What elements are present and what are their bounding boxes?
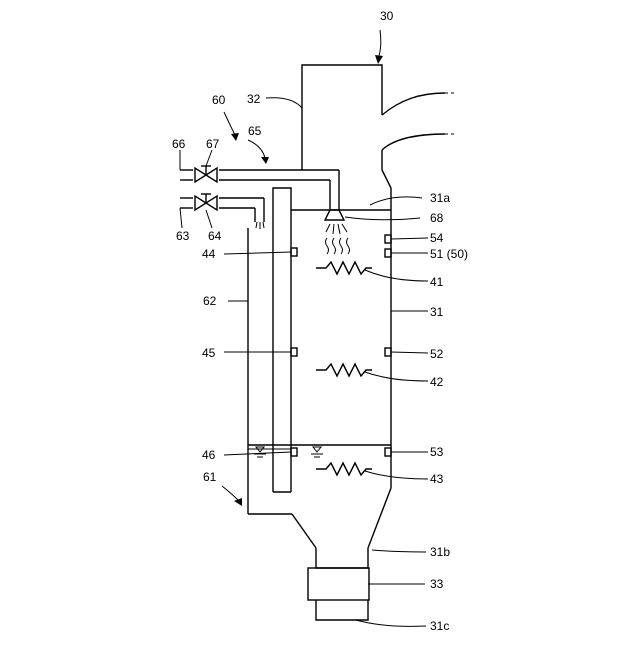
label-54: 54 — [430, 231, 444, 245]
label-65: 65 — [248, 124, 262, 138]
tank-61 — [248, 228, 391, 548]
sensor-icon — [291, 448, 297, 456]
label-66: 66 — [172, 137, 186, 151]
label-31: 31 — [430, 305, 444, 319]
sensor-icon — [385, 448, 391, 456]
sensor-icon — [385, 249, 391, 257]
label-31a: 31a — [430, 191, 450, 205]
label-30: 30 — [380, 9, 394, 23]
heater-coil-icon — [316, 463, 372, 475]
label-52: 52 — [430, 347, 444, 361]
sensor-icon — [291, 248, 297, 256]
drip-icon — [256, 222, 264, 229]
label-51: 51 (50) — [430, 247, 468, 261]
vapor-wave-icon — [326, 238, 350, 254]
label-45: 45 — [202, 346, 216, 360]
label-43: 43 — [430, 472, 444, 486]
pipe-66 — [180, 166, 339, 210]
label-68: 68 — [430, 211, 444, 225]
valve-icon — [195, 166, 217, 182]
label-33: 33 — [430, 577, 444, 591]
spray-nozzle-icon — [325, 210, 347, 234]
outlet-31b — [308, 548, 369, 620]
label-63: 63 — [176, 229, 190, 243]
label-67: 67 — [206, 137, 220, 151]
valve-icon — [195, 194, 217, 210]
heater-coil-icon — [316, 262, 372, 274]
label-32: 32 — [247, 92, 261, 106]
component-33 — [308, 568, 369, 600]
label-44: 44 — [202, 247, 216, 261]
sensor-icon — [291, 348, 297, 356]
sensor-icon — [385, 348, 391, 356]
label-41: 41 — [430, 275, 444, 289]
label-46: 46 — [202, 448, 216, 462]
pipe-63 — [180, 194, 264, 229]
label-64: 64 — [208, 229, 222, 243]
label-42: 42 — [430, 375, 444, 389]
heater-coil-icon — [316, 364, 372, 376]
label-62: 62 — [203, 294, 217, 308]
liquid-level-icon — [311, 447, 323, 457]
label-60: 60 — [212, 93, 226, 107]
sensor-icon — [385, 235, 391, 243]
label-53: 53 — [430, 445, 444, 459]
inner-pipe — [273, 188, 291, 492]
label-61: 61 — [203, 470, 217, 484]
label-31b: 31b — [430, 545, 450, 559]
label-31c: 31c — [430, 619, 449, 633]
